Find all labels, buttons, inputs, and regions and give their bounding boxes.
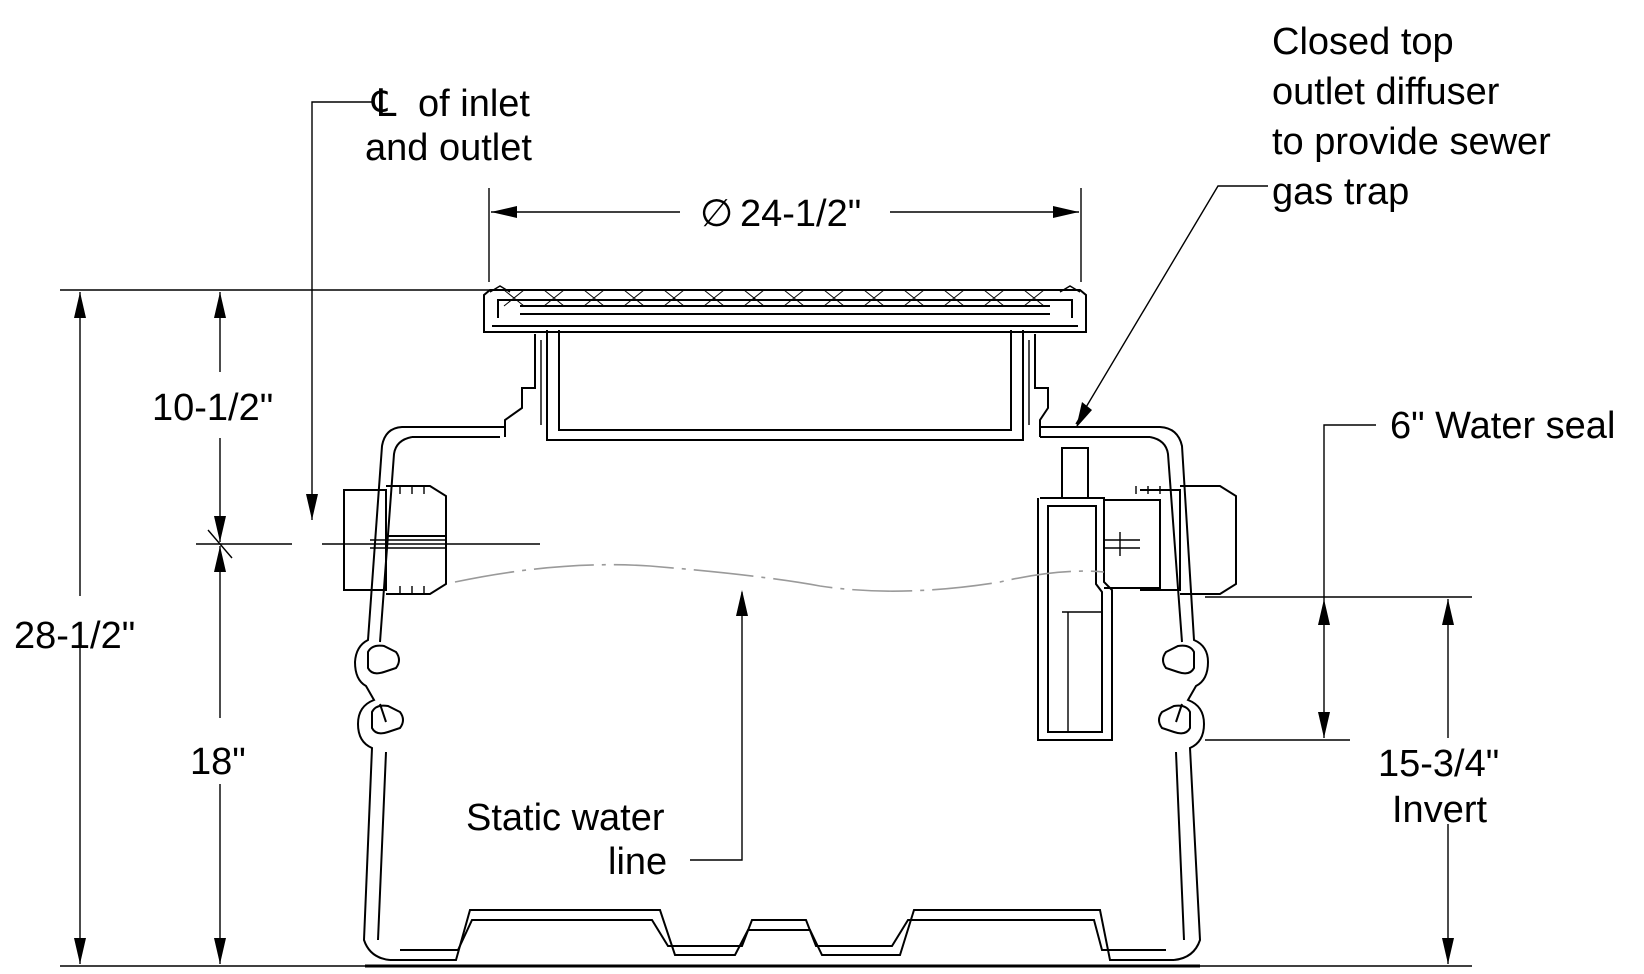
static-water-label-line2: line [608,841,667,883]
tank-body [353,426,1210,968]
static-water-line [454,563,1105,592]
diffuser-label-line2: outlet diffuser [1272,71,1500,113]
inlet-fitting [343,485,447,595]
riser-neck [504,330,1049,441]
diffuser-label-line1: Closed top [1272,21,1454,63]
static-water-label-line1: Static water [466,797,665,839]
cover-frame [483,285,1087,333]
cover-hatch [503,289,1045,307]
overall-height-label: 28-1/2" [14,615,135,657]
centerline-symbol: ℄ [371,83,397,125]
invert-value-label: 15-3/4" [1378,743,1499,785]
centerline-label-line2: and outlet [365,127,532,169]
top-to-centerline-label: 10-1/2" [152,387,273,429]
outlet-diffuser [1037,447,1113,741]
invert-word-label: Invert [1392,789,1487,831]
diameter-symbol: ∅ [700,193,733,235]
annotation-labels: ℄ of inlet and outlet ∅ 24-1/2" Closed t… [14,21,1615,883]
diffuser-label-line4: gas trap [1272,171,1409,213]
centerline-label-line1: of inlet [418,83,530,125]
dimension-lines [60,101,1472,967]
water-seal-label: 6" Water seal [1390,405,1615,447]
diffuser-label-line3: to provide sewer [1272,121,1551,163]
outlet-fitting [1104,485,1237,595]
diameter-value: 24-1/2" [740,193,861,235]
centerline-to-bottom-label: 18" [190,741,246,783]
